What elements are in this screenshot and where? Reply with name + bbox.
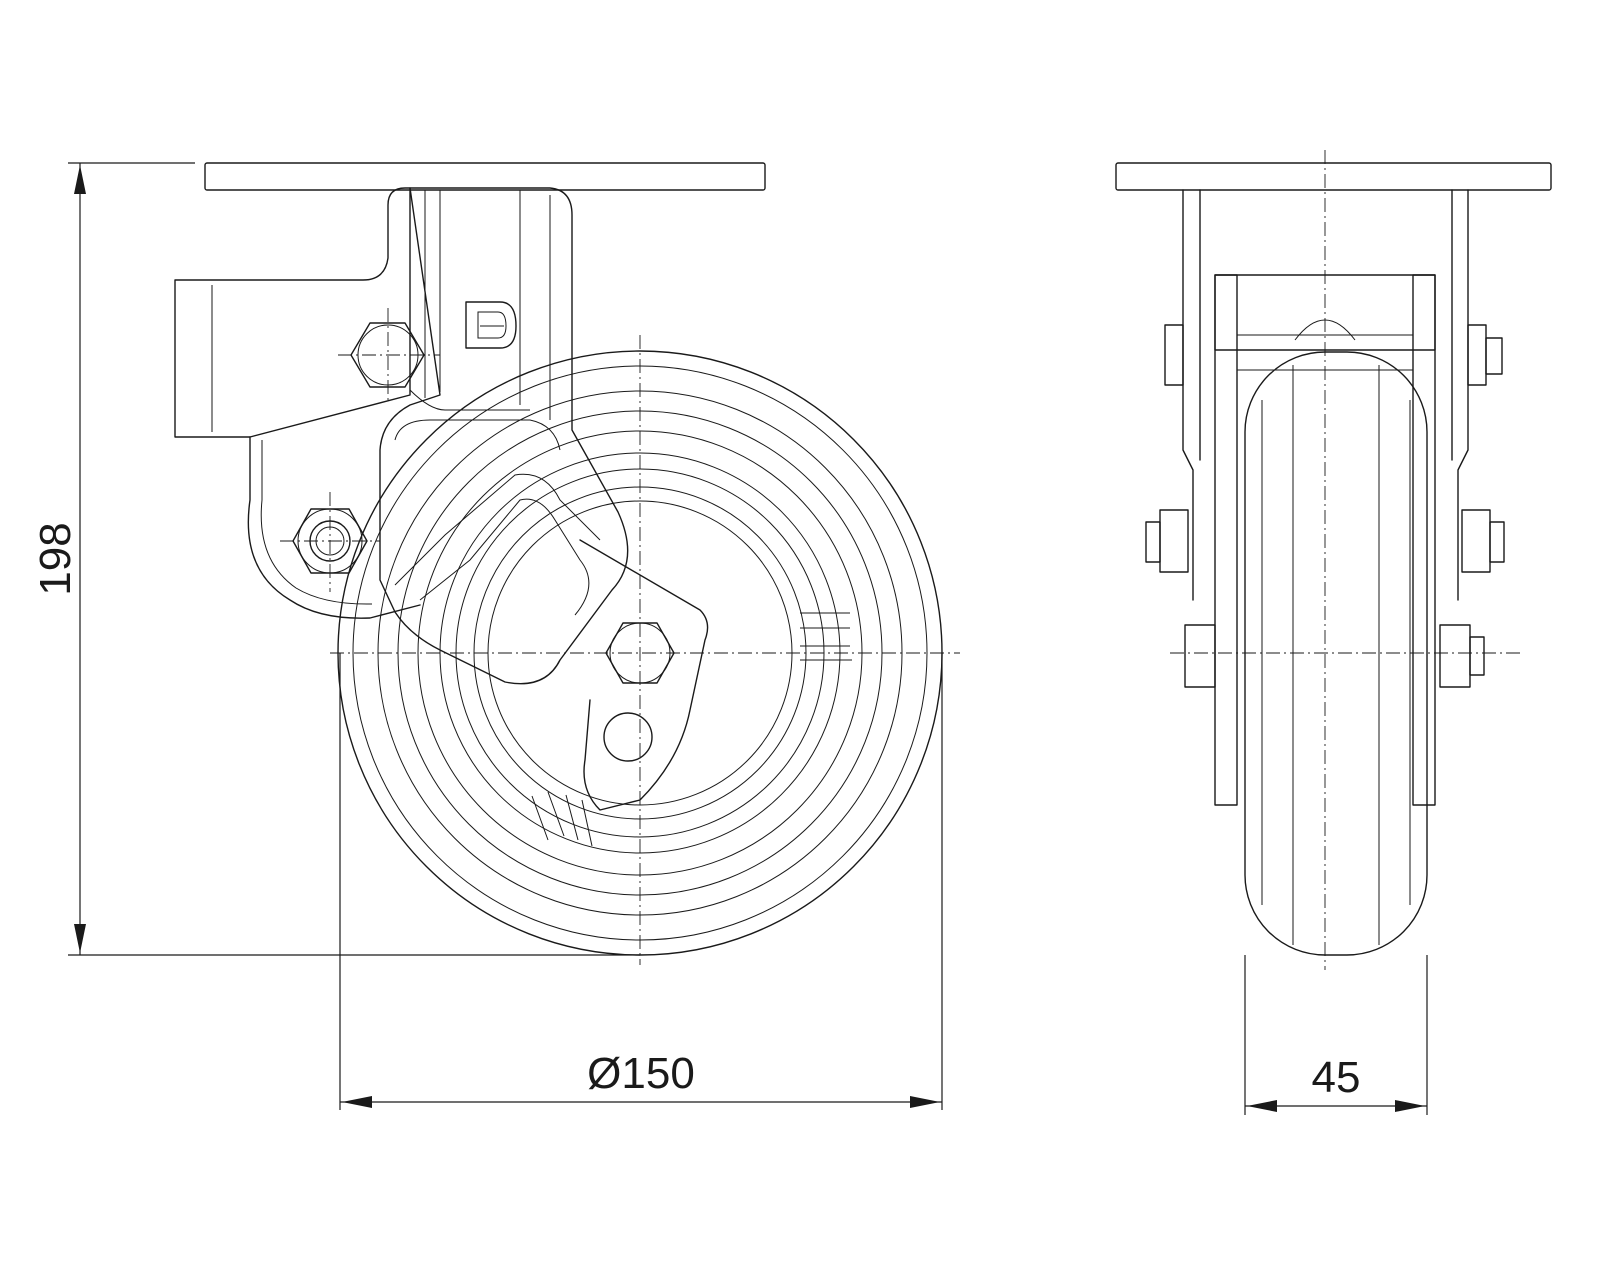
front-bolts [1145,324,1505,688]
axle-hole [603,712,653,762]
height-dimension-label: 198 [31,522,80,595]
dimension-height: 198 [31,162,640,956]
top-plate-side [204,162,766,191]
side-view [174,162,960,965]
dimension-width: 45 [1244,955,1428,1115]
wheel-front [1244,351,1428,956]
swivel-housing [174,187,411,438]
swing-plate [579,539,709,811]
front-view [1115,150,1552,970]
fork-arm [379,187,629,685]
width-dimension-label: 45 [1312,1053,1361,1102]
diameter-dimension-label: Ø150 [587,1049,695,1098]
logo-mark [465,301,517,349]
dimension-diameter: Ø150 [339,653,943,1110]
top-plate-front [1115,162,1552,191]
